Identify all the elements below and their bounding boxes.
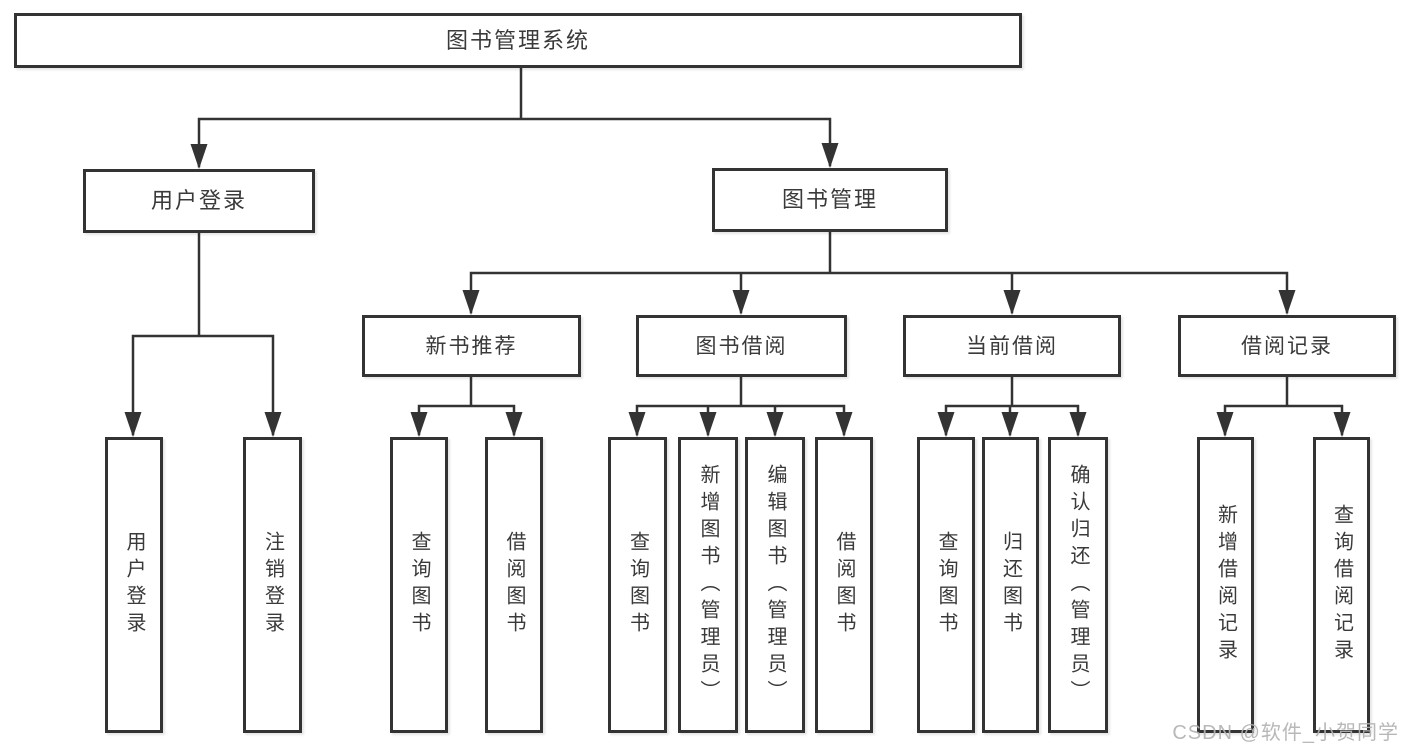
leaf-logout: 注销登录 bbox=[243, 437, 302, 733]
node-borrow-records: 借阅记录 bbox=[1178, 315, 1396, 377]
arrowhead bbox=[410, 412, 428, 437]
leaf-borrow-books-2-label: 借阅图书 bbox=[833, 531, 855, 639]
arrowhead bbox=[190, 144, 208, 169]
arrowhead bbox=[264, 412, 282, 437]
node-current-borrow-label: 当前借阅 bbox=[966, 334, 1058, 358]
arrowhead bbox=[732, 290, 750, 315]
leaf-add-borrow-record: 新增借阅记录 bbox=[1197, 437, 1254, 733]
wire-root-to-level2 bbox=[197, 66, 832, 168]
wire-user-login-to-leaves bbox=[131, 231, 275, 436]
arrowhead bbox=[1333, 412, 1351, 437]
arrowheads bbox=[124, 143, 1351, 437]
arrowhead bbox=[1003, 290, 1021, 315]
node-borrow-records-label: 借阅记录 bbox=[1241, 334, 1333, 358]
wire-book-borrow-to-leaves bbox=[635, 375, 846, 436]
leaf-query-books-2-label: 查询图书 bbox=[626, 531, 649, 639]
node-book-borrow-label: 图书借阅 bbox=[695, 334, 788, 358]
arrowhead bbox=[462, 290, 480, 315]
leaf-add-books-admin-label: 新增图书（管理员） bbox=[697, 463, 719, 707]
leaf-borrow-books-2: 借阅图书 bbox=[815, 437, 873, 733]
wire-book-mgmt-to-level3 bbox=[469, 230, 1289, 314]
leaf-query-books-3-label: 查询图书 bbox=[935, 531, 957, 639]
leaf-add-books-admin: 新增图书（管理员） bbox=[678, 437, 738, 733]
arrowhead bbox=[628, 412, 646, 437]
wire-new-book-to-leaves bbox=[417, 375, 516, 436]
node-current-borrow: 当前借阅 bbox=[903, 315, 1121, 377]
leaf-query-books-2: 查询图书 bbox=[608, 437, 667, 733]
wire-borrow-records-to-leaves bbox=[1223, 375, 1344, 436]
leaf-edit-books-admin: 编辑图书（管理员） bbox=[745, 437, 805, 733]
leaf-edit-books-admin-label: 编辑图书（管理员） bbox=[764, 463, 786, 707]
leaf-query-books-1: 查询图书 bbox=[390, 437, 448, 733]
watermark: CSDN @软件_小贺同学 bbox=[1172, 722, 1399, 744]
leaf-user-login: 用户登录 bbox=[105, 437, 163, 733]
arrowhead bbox=[699, 412, 717, 437]
leaf-query-books-3: 查询图书 bbox=[917, 437, 975, 733]
node-root: 图书管理系统 bbox=[14, 13, 1022, 68]
node-user-login-label: 用户登录 bbox=[150, 188, 247, 213]
node-book-mgmt: 图书管理 bbox=[712, 168, 948, 232]
leaf-add-borrow-record-label: 新增借阅记录 bbox=[1214, 504, 1237, 666]
leaf-return-books-label: 归还图书 bbox=[999, 531, 1022, 639]
node-root-label: 图书管理系统 bbox=[445, 27, 590, 53]
leaf-return-books: 归还图书 bbox=[982, 437, 1039, 733]
arrowhead bbox=[937, 412, 955, 437]
arrowhead bbox=[835, 412, 853, 437]
arrowhead bbox=[821, 143, 839, 168]
node-book-mgmt-label: 图书管理 bbox=[781, 187, 878, 212]
leaf-confirm-return-admin: 确认归还（管理员） bbox=[1048, 437, 1108, 733]
leaf-logout-label: 注销登录 bbox=[261, 531, 284, 639]
node-book-borrow: 图书借阅 bbox=[636, 315, 847, 377]
node-new-book-rec: 新书推荐 bbox=[362, 315, 581, 377]
node-new-book-rec-label: 新书推荐 bbox=[425, 334, 518, 358]
arrowhead bbox=[766, 412, 784, 437]
leaf-query-borrow-record-label: 查询借阅记录 bbox=[1330, 504, 1353, 666]
leaf-query-books-1-label: 查询图书 bbox=[408, 531, 430, 639]
leaf-user-login-label: 用户登录 bbox=[123, 531, 145, 639]
arrowhead bbox=[1278, 290, 1296, 315]
leaf-confirm-return-admin-label: 确认归还（管理员） bbox=[1067, 463, 1089, 707]
arrowhead bbox=[1216, 412, 1234, 437]
node-user-login: 用户登录 bbox=[83, 169, 315, 233]
leaf-query-borrow-record: 查询借阅记录 bbox=[1313, 437, 1370, 733]
leaf-borrow-books-1: 借阅图书 bbox=[485, 437, 543, 733]
arrowhead bbox=[1069, 412, 1087, 437]
arrowhead bbox=[505, 412, 523, 437]
leaf-borrow-books-1-label: 借阅图书 bbox=[503, 531, 525, 639]
arrowhead bbox=[1001, 412, 1019, 437]
arrowhead bbox=[124, 412, 142, 437]
